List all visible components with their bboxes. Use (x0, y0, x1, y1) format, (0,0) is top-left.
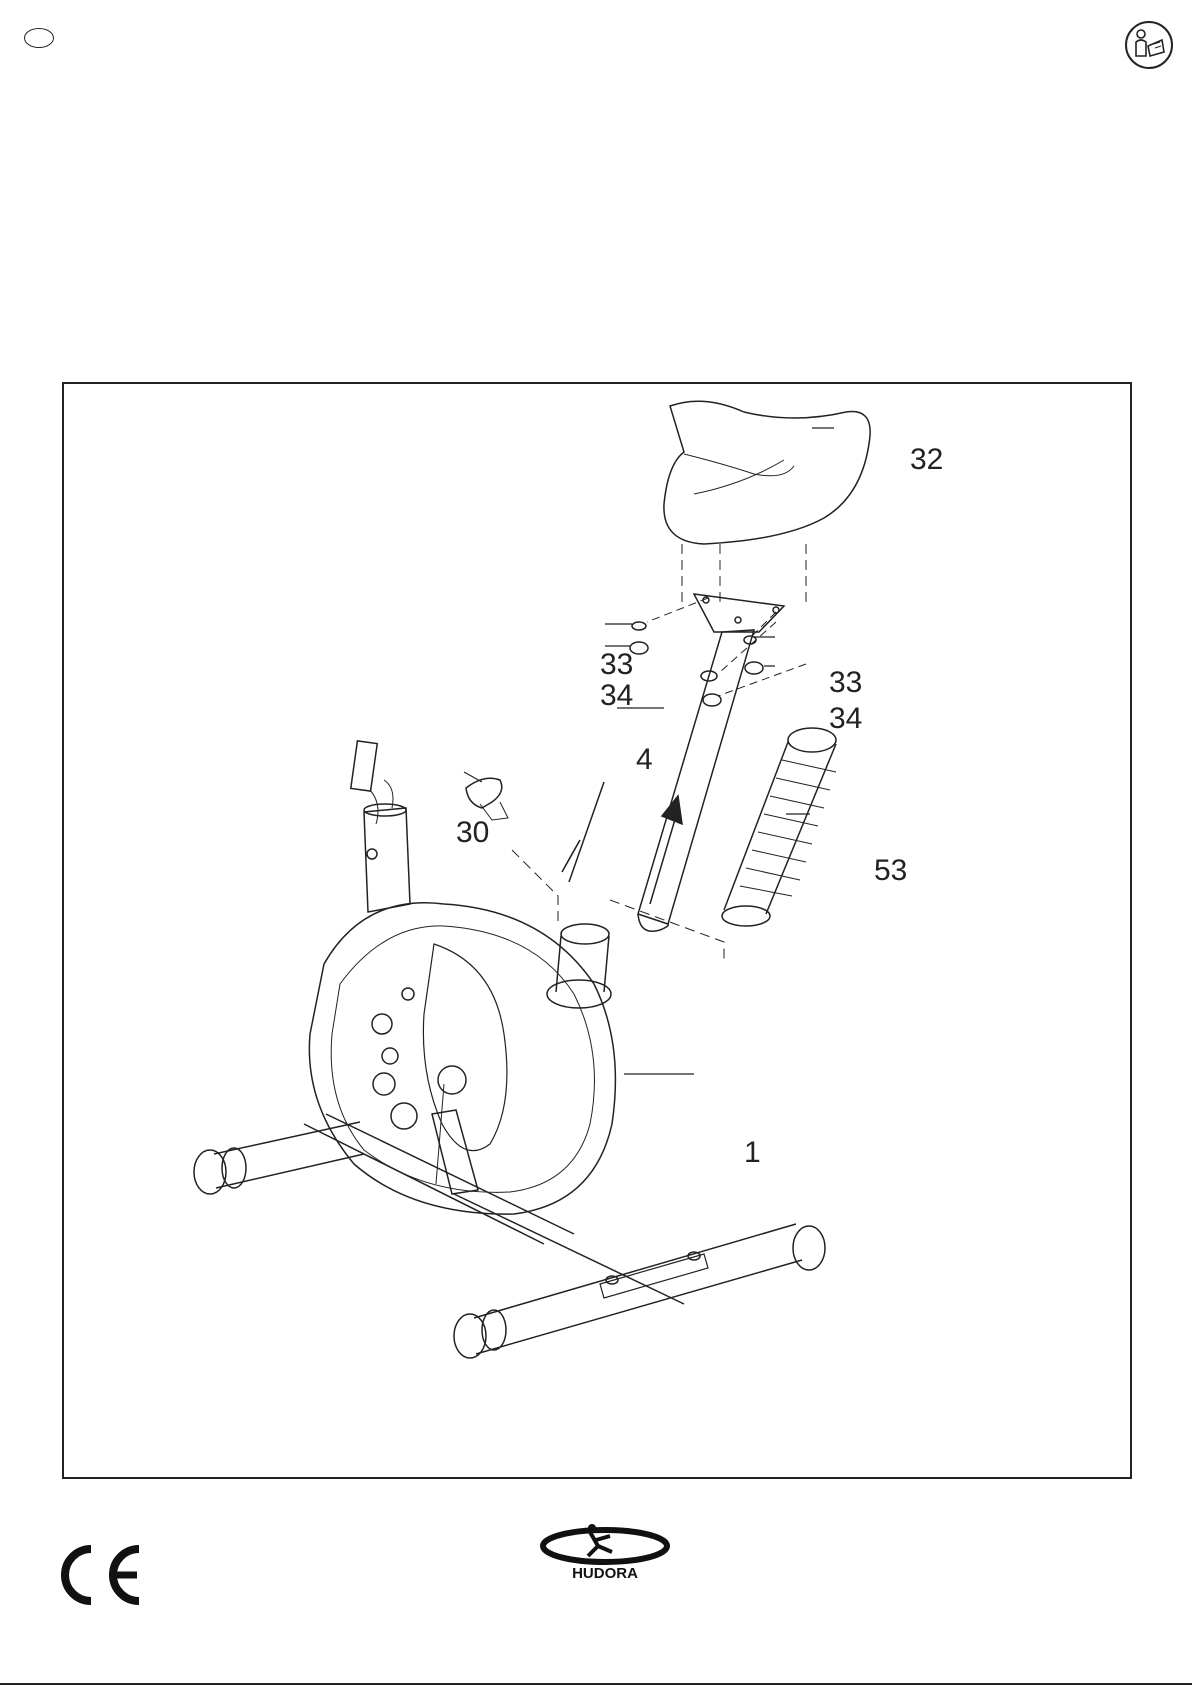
front-post (364, 808, 410, 912)
ce-mark (55, 1543, 145, 1607)
front-stabilizer (474, 1224, 802, 1354)
part-label-washer-left: 33 (600, 650, 633, 680)
adjustment-knob (466, 778, 502, 808)
seat-shape (664, 401, 870, 544)
part-label-washer-right: 33 (829, 668, 862, 698)
part-label-bellows: 53 (874, 856, 907, 886)
exploded-assembly-diagram (64, 384, 1130, 1477)
part-label-nut-right: 34 (829, 704, 862, 734)
main-beam (304, 1114, 684, 1304)
part-label-main-frame: 1 (744, 1138, 761, 1168)
bellows-tube (722, 728, 836, 926)
part-label-seat-post: 4 (636, 745, 653, 775)
part-label-seat: 32 (910, 445, 943, 475)
flywheel-housing (309, 903, 615, 1214)
part-label-nut-left: 34 (600, 681, 633, 711)
seat-post (638, 630, 754, 924)
read-manual-icon (1124, 20, 1174, 70)
hudora-logo: HUDORA (538, 1522, 672, 1582)
rear-stabilizer (214, 1122, 364, 1188)
part-label-knob: 30 (456, 818, 489, 848)
language-marker-oval (24, 28, 54, 48)
brand-name: HUDORA (572, 1565, 638, 1582)
